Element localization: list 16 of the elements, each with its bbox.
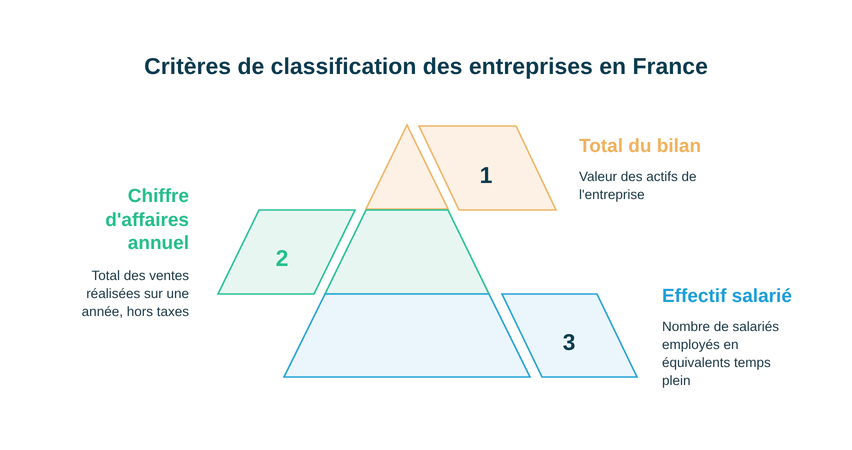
criterion-description: Nombre de salariés employés en équivalents temps plein bbox=[662, 318, 780, 390]
diagram-title: Critères de classification des entreprises en France bbox=[143, 52, 709, 81]
criterion-heading: Chiffre d'affaires annuel bbox=[104, 185, 189, 256]
step-number: 2 bbox=[276, 245, 288, 271]
parallelogram-panel bbox=[217, 209, 356, 295]
criterion-description: Valeur des actifs de l'entreprise bbox=[579, 168, 698, 204]
criterion-heading: Effectif salarié bbox=[662, 285, 793, 308]
parallelogram-panel bbox=[501, 293, 638, 378]
criterion-description: Total des ventes réalisées sur une année, hors taxes bbox=[80, 267, 189, 321]
parallelogram-panel bbox=[418, 125, 557, 211]
step-number: 1 bbox=[480, 162, 492, 188]
criterion-heading: Total du bilan bbox=[579, 135, 702, 158]
step-number: 3 bbox=[562, 329, 576, 355]
pyramid-top-layer bbox=[365, 124, 449, 210]
pyramid-bottom-layer bbox=[283, 293, 531, 378]
pyramid-middle-layer bbox=[324, 209, 490, 295]
